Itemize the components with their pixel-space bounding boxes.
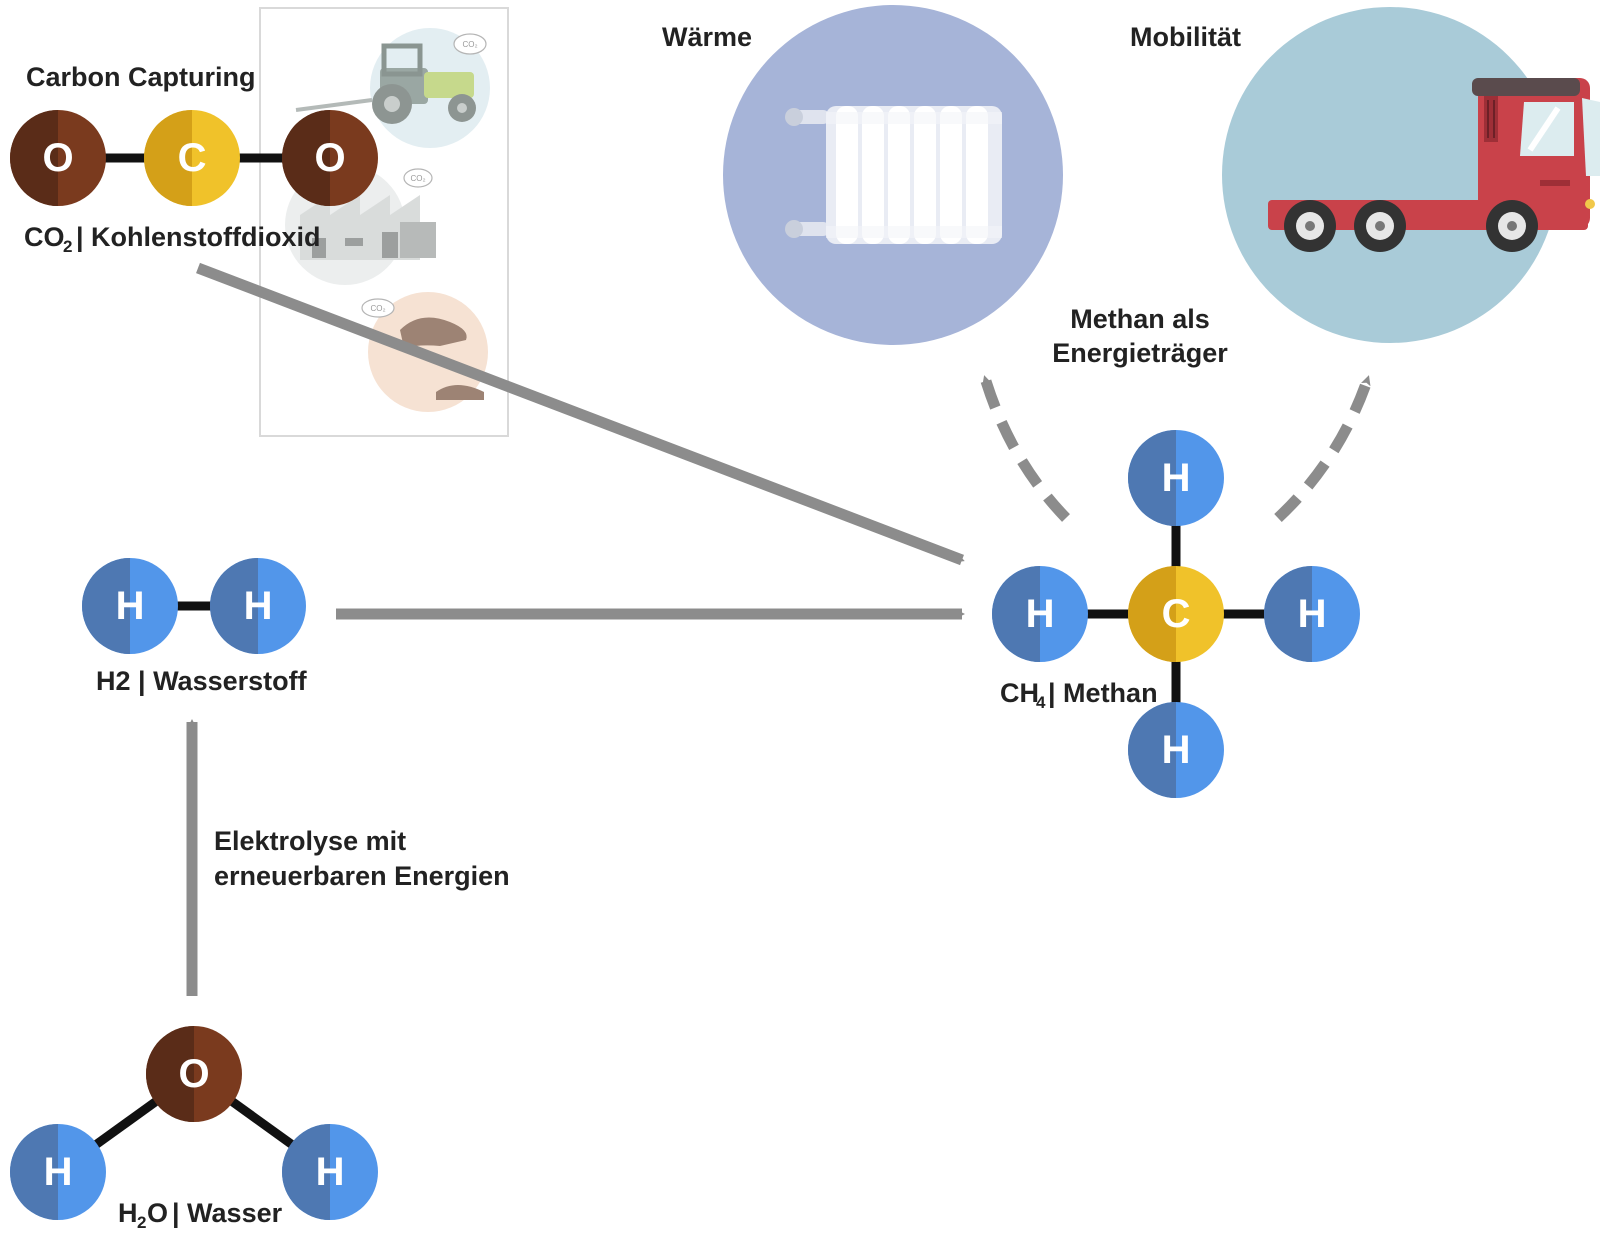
co2-formula-subscript: 2 — [63, 237, 72, 256]
h2o-formula-subscript: 2 — [137, 1213, 146, 1232]
truck-wheel — [1354, 200, 1406, 252]
ch4-hydrogen-atom-right: H — [1264, 566, 1360, 662]
svg-text:H: H — [244, 584, 273, 628]
svg-text:H: H — [116, 584, 145, 628]
carbon-capturing-title: Carbon Capturing — [26, 62, 256, 92]
svg-text:H: H — [1026, 592, 1055, 636]
ch4-molecule: C H H H H CH 4 | Methan — [992, 430, 1360, 798]
co2-oxygen-atom-right: O — [282, 110, 378, 206]
emission-sources-panel: CO₂ CO₂ CO₂ — [259, 7, 509, 437]
co2-to-methane-arrow — [196, 262, 965, 566]
ch4-formula: CH — [1000, 678, 1039, 708]
energy-carrier-line1: Methan als — [1070, 304, 1210, 334]
svg-text:O: O — [314, 136, 345, 180]
ch4-carbon-atom: C — [1128, 566, 1224, 662]
energy-carrier-line2: Energieträger — [1052, 338, 1228, 368]
svg-text:H: H — [1298, 592, 1327, 636]
electrolysis-line1: Elektrolyse mit — [214, 826, 406, 856]
truck-wheel — [1486, 200, 1538, 252]
svg-text:C: C — [178, 136, 207, 180]
h2-hydrogen-atom-left: H — [82, 558, 178, 654]
h2o-formula-h: H — [118, 1198, 138, 1228]
svg-text:CO₂: CO₂ — [370, 304, 385, 313]
svg-text:C: C — [1162, 592, 1191, 636]
truck-icon — [1268, 78, 1600, 252]
h2o-formula-o: O — [147, 1198, 168, 1228]
methane-to-heat-arrow — [979, 375, 1070, 522]
mobility-application: Mobilität — [1130, 7, 1600, 343]
co2-cloud-icon: CO₂ — [453, 33, 487, 55]
svg-text:O: O — [178, 1052, 209, 1096]
svg-text:H: H — [1162, 456, 1191, 500]
factory-icon: CO₂ — [285, 165, 436, 285]
co2-oxygen-atom-left: O — [10, 110, 106, 206]
svg-text:H: H — [316, 1150, 345, 1194]
truck-wheel — [1284, 200, 1336, 252]
heat-label: Wärme — [662, 22, 752, 52]
h2-molecule: H H H2 | Wasserstoff — [82, 558, 308, 696]
h2-label: H2 | Wasserstoff — [96, 666, 308, 696]
ch4-formula-subscript: 4 — [1036, 693, 1046, 712]
radiator-icon — [785, 106, 1002, 244]
ch4-hydrogen-atom-bottom: H — [1128, 702, 1224, 798]
co2-molecule: O C O Carbon Capturing CO 2 | Kohlenstof… — [10, 62, 378, 256]
ch4-hydrogen-atom-left: H — [992, 566, 1088, 662]
svg-text:H: H — [44, 1150, 73, 1194]
arrows — [186, 262, 1374, 996]
ch4-name: | Methan — [1048, 678, 1158, 708]
mobility-label: Mobilität — [1130, 22, 1241, 52]
svg-text:H: H — [1162, 728, 1191, 772]
co2-name: | Kohlenstoffdioxid — [76, 222, 321, 252]
methane-to-mobility-arrow — [1274, 375, 1374, 523]
svg-text:CO₂: CO₂ — [462, 40, 477, 49]
h2o-name: | Wasser — [172, 1198, 283, 1228]
electrolysis-line2: erneuerbaren Energien — [214, 861, 510, 891]
h2-hydrogen-atom-right: H — [210, 558, 306, 654]
h2o-molecule: O H H H 2 O | Wasser — [10, 1026, 378, 1232]
co2-carbon-atom: C — [144, 110, 240, 206]
h2o-hydrogen-atom-right: H — [282, 1124, 378, 1220]
svg-text:CO₂: CO₂ — [410, 174, 425, 183]
ch4-hydrogen-atom-top: H — [1128, 430, 1224, 526]
h2o-oxygen-atom: O — [146, 1026, 242, 1122]
h2o-hydrogen-atom-left: H — [10, 1124, 106, 1220]
heat-application: Wärme — [662, 5, 1063, 345]
tractor-icon — [295, 28, 490, 148]
co2-formula: CO — [24, 222, 65, 252]
svg-text:O: O — [42, 136, 73, 180]
